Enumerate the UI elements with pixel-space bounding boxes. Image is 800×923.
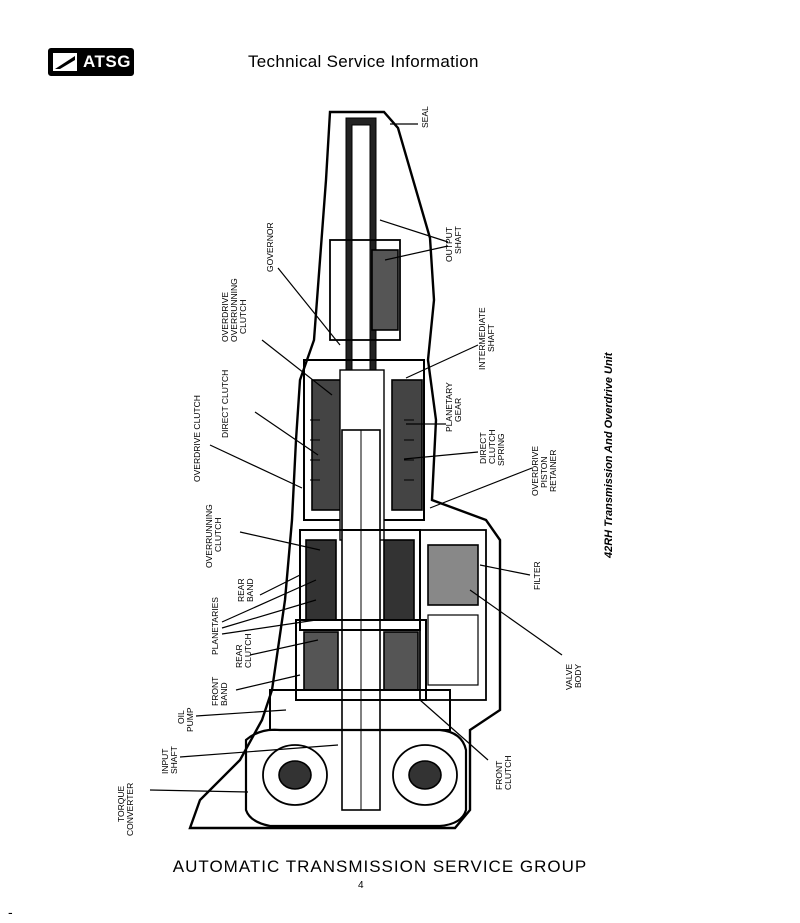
label-overdrive-overrunning-clutch: OVERDRIVE OVERRUNNING CLUTCH [220,278,248,342]
label-ooc-line3: CLUTCH [238,300,248,334]
logo-text: ATSG [83,52,131,71]
label-overdrive-clutch: OVERDRIVE CLUTCH [192,395,202,482]
label-planetary-gear: PLANETARY GEAR [444,382,463,432]
label-rear-clutch-line1: REAR [234,644,244,668]
label-output-shaft-line2: SHAFT [453,226,463,254]
transmission-drawing [188,110,502,830]
label-front-clutch-line2: CLUTCH [503,756,513,790]
label-filter: FILTER [532,561,542,590]
label-opr-line1: OVERDRIVE [530,446,540,496]
leader-lines [149,123,563,793]
label-seal: SEAL [420,106,430,128]
label-dcs-line2: CLUTCH [487,430,497,464]
footer-title: AUTOMATIC TRANSMISSION SERVICE GROUP [172,857,588,876]
label-oil-pump-line1: OIL [176,710,186,724]
label-rear-clutch-line2: CLUTCH [243,634,253,668]
margin-mark: - [8,904,13,920]
atsg-logo: ATSG [48,48,134,76]
label-front-clutch: FRONT CLUTCH [494,756,513,790]
atsg-logo-mark-icon [53,53,77,71]
label-input-shaft-line2: SHAFT [169,746,179,774]
page-number: 4 [358,880,364,891]
label-overrunning-clutch-line2: CLUTCH [213,518,223,552]
label-front-band-line2: BAND [219,682,229,706]
label-opr-line3: RETAINER [548,450,558,492]
label-rear-clutch: REAR CLUTCH [234,634,253,668]
label-torque-converter-line1: TORQUE [116,785,126,822]
figure-caption: 42RH Transmission And Overdrive Unit [603,351,615,559]
label-direct-clutch: DIRECT CLUTCH [220,370,230,438]
label-ooc-line1: OVERDRIVE [220,292,230,342]
label-direct-clutch-spring: DIRECT CLUTCH SPRING [478,430,506,466]
label-planetary-gear-line2: GEAR [453,398,463,422]
label-front-clutch-line1: FRONT [494,761,504,790]
label-planetaries: PLANETARIES [210,597,220,655]
label-valve-body-line2: BODY [573,664,583,688]
label-intermediate-shaft-line1: INTERMEDIATE [477,307,487,370]
label-overrunning-clutch-line1: OVERRUNNING [204,504,214,568]
label-governor: GOVERNOR [265,222,275,272]
label-front-band-line1: FRONT [210,677,220,706]
label-ooc-line2: OVERRUNNING [229,278,239,342]
label-front-band: FRONT BAND [210,677,229,706]
label-torque-converter: TORQUE CONVERTER [116,783,135,836]
label-output-shaft: OUTPUT SHAFT [444,226,463,262]
label-output-shaft-line1: OUTPUT [444,227,454,262]
part-labels: SEAL OUTPUT SHAFT GOVERNOR OVERDRIVE OVE… [116,106,583,836]
label-input-shaft: INPUT SHAFT [160,746,179,774]
label-valve-body-line1: VALVE [564,664,574,690]
label-intermediate-shaft-line2: SHAFT [486,324,496,352]
label-torque-converter-line2: CONVERTER [125,783,135,836]
label-valve-body: VALVE BODY [564,664,583,690]
page-title: Technical Service Information [248,52,479,71]
label-opr-line2: PISTON [539,457,549,489]
label-intermediate-shaft: INTERMEDIATE SHAFT [477,307,496,370]
label-input-shaft-line1: INPUT [160,749,170,775]
label-oil-pump: OIL PUMP [176,707,195,732]
label-overdrive-piston-retainer: OVERDRIVE PISTON RETAINER [530,446,558,496]
label-dcs-line3: SPRING [496,433,506,466]
label-rear-band-line1: REAR [236,578,246,602]
label-rear-band-line2: BAND [245,578,255,602]
label-planetary-gear-line1: PLANETARY [444,382,454,432]
label-dcs-line1: DIRECT [478,432,488,464]
label-rear-band: REAR BAND [236,578,255,602]
label-oil-pump-line2: PUMP [185,707,195,732]
label-overrunning-clutch: OVERRUNNING CLUTCH [204,504,223,568]
